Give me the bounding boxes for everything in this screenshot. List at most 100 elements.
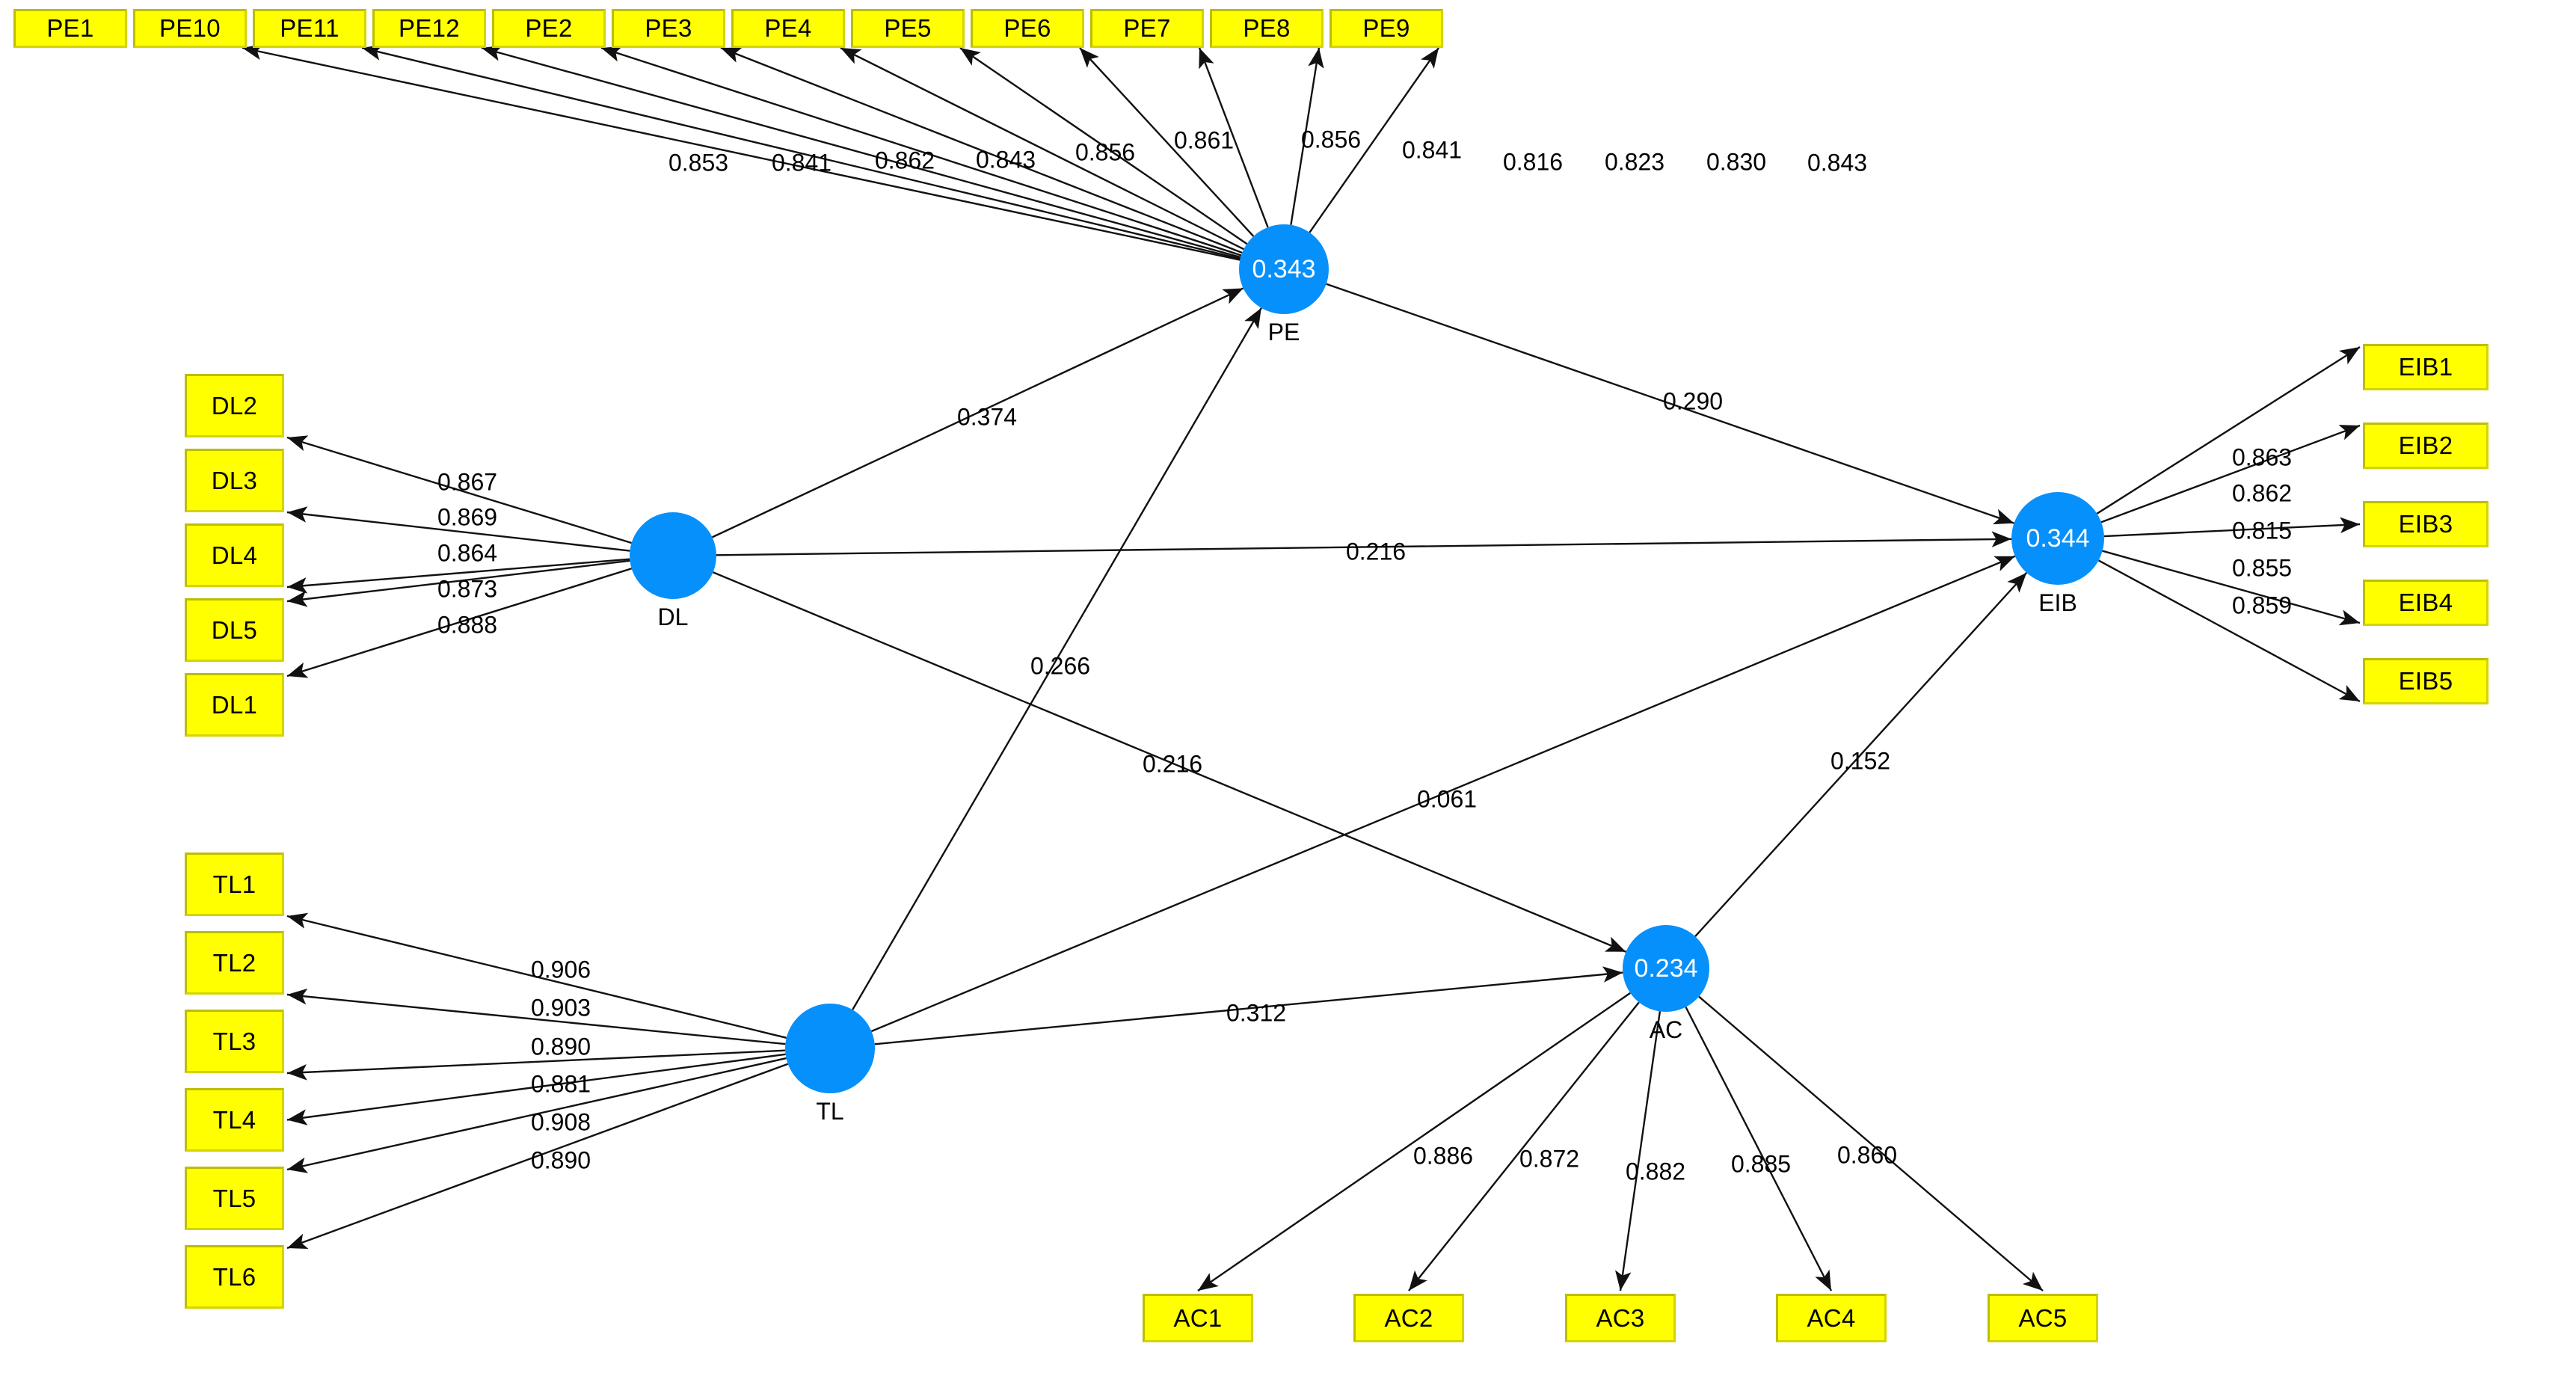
- indicator-box-ac2[interactable]: AC2: [1353, 1294, 1464, 1342]
- indicator-box-tl6[interactable]: TL6: [185, 1245, 284, 1309]
- edge-line: [959, 47, 1248, 245]
- indicator-box-pe1[interactable]: PE1: [13, 9, 127, 48]
- path-coefficient-dl-pe: 0.374: [956, 403, 1018, 431]
- loading-label-pe-l-12: 0.843: [1807, 149, 1868, 176]
- edge-line: [1685, 1007, 1833, 1291]
- indicator-box-eib1[interactable]: EIB1: [2363, 344, 2489, 390]
- construct-circle-tl[interactable]: [785, 1004, 875, 1093]
- loading-label-tl-l-1: 0.906: [530, 956, 591, 983]
- indicator-box-dl5[interactable]: DL5: [185, 598, 284, 662]
- loading-label-tl-l-4: 0.881: [530, 1070, 591, 1098]
- construct-circle-eib[interactable]: 0.344: [2011, 492, 2104, 585]
- construct-circle-pe[interactable]: 0.343: [1239, 224, 1329, 314]
- edge-line: [2096, 345, 2361, 515]
- edge-line: [1694, 572, 2028, 937]
- loading-label-ac-l-3: 0.882: [1625, 1158, 1686, 1185]
- path-coefficient-ac-eib: 0.152: [1830, 747, 1891, 775]
- indicator-box-eib5[interactable]: EIB5: [2363, 658, 2489, 704]
- loading-label-eib-l-5: 0.859: [2231, 592, 2293, 619]
- indicator-box-pe8[interactable]: PE8: [1210, 9, 1324, 48]
- indicator-box-tl4[interactable]: TL4: [185, 1088, 284, 1152]
- indicator-box-eib2[interactable]: EIB2: [2363, 423, 2489, 469]
- loading-label-dl-l-5: 0.888: [437, 611, 498, 639]
- edge-line: [286, 988, 786, 1045]
- edge-line: [286, 435, 632, 544]
- edge-line: [870, 555, 2016, 1033]
- loading-label-pe-l-9: 0.816: [1502, 148, 1564, 176]
- edge-line: [2097, 559, 2361, 703]
- loading-label-dl-l-3: 0.864: [437, 539, 498, 567]
- indicator-box-eib3[interactable]: EIB3: [2363, 501, 2489, 547]
- edge-line: [716, 531, 2012, 556]
- loading-label-tl-l-5: 0.908: [530, 1108, 591, 1136]
- indicator-box-ac1[interactable]: AC1: [1143, 1294, 1253, 1342]
- indicator-box-ac5[interactable]: AC5: [1988, 1294, 2098, 1342]
- indicator-box-pe7[interactable]: PE7: [1090, 9, 1204, 48]
- indicator-box-tl5[interactable]: TL5: [185, 1167, 284, 1230]
- indicator-box-tl1[interactable]: TL1: [185, 853, 284, 916]
- loading-label-tl-l-3: 0.890: [530, 1033, 591, 1060]
- edge-line: [242, 43, 1241, 261]
- indicator-box-pe12[interactable]: PE12: [372, 9, 486, 48]
- edge-line: [852, 307, 1262, 1010]
- loading-label-dl-l-1: 0.867: [437, 468, 498, 496]
- construct-circle-ac[interactable]: 0.234: [1623, 925, 1709, 1012]
- indicator-box-pe5[interactable]: PE5: [851, 9, 965, 48]
- path-coefficient-tl-pe: 0.266: [1030, 652, 1091, 680]
- indicator-box-dl2[interactable]: DL2: [185, 374, 284, 437]
- edge-line: [2100, 424, 2361, 523]
- construct-label-dl: DL: [657, 603, 689, 630]
- loading-label-pe-l-2: 0.841: [771, 149, 832, 176]
- edge-line: [2103, 517, 2361, 538]
- edge-line: [840, 46, 1244, 251]
- loading-label-pe-l-3: 0.862: [874, 147, 935, 174]
- edge-line: [286, 558, 630, 594]
- indicator-box-pe6[interactable]: PE6: [971, 9, 1084, 48]
- indicator-box-pe10[interactable]: PE10: [133, 9, 247, 48]
- edge-line: [720, 46, 1243, 254]
- path-coefficient-tl-ac: 0.312: [1226, 999, 1287, 1027]
- indicator-box-pe2[interactable]: PE2: [492, 9, 606, 48]
- construct-label-eib: EIB: [2038, 589, 2077, 616]
- edge-line: [1698, 995, 2044, 1291]
- edge-line: [2102, 550, 2361, 626]
- edge-line: [712, 287, 1244, 538]
- construct-label-pe: PE: [1267, 319, 1300, 345]
- indicator-box-ac4[interactable]: AC4: [1776, 1294, 1887, 1342]
- edge-line: [713, 571, 1626, 953]
- loading-label-pe-l-10: 0.823: [1604, 148, 1665, 176]
- loading-label-pe-l-5: 0.856: [1075, 138, 1136, 166]
- edge-line: [286, 912, 787, 1039]
- indicator-box-pe3[interactable]: PE3: [612, 9, 725, 48]
- loading-label-pe-l-1: 0.853: [668, 149, 729, 176]
- edge-line: [286, 568, 632, 678]
- indicator-box-dl3[interactable]: DL3: [185, 449, 284, 512]
- indicator-box-tl2[interactable]: TL2: [185, 931, 284, 995]
- edge-line: [286, 506, 630, 552]
- loading-label-ac-l-1: 0.886: [1413, 1142, 1474, 1170]
- loading-label-eib-l-1: 0.863: [2231, 443, 2293, 471]
- indicator-box-pe9[interactable]: PE9: [1330, 9, 1443, 48]
- loading-label-eib-l-3: 0.815: [2231, 517, 2293, 544]
- edge-line: [481, 45, 1241, 259]
- loading-label-dl-l-4: 0.873: [437, 575, 498, 603]
- construct-circle-dl[interactable]: [630, 512, 716, 599]
- edge-line: [1309, 47, 1439, 233]
- loading-label-pe-l-4: 0.843: [975, 146, 1036, 173]
- loading-label-pe-l-11: 0.830: [1706, 148, 1767, 176]
- indicator-box-tl3[interactable]: TL3: [185, 1010, 284, 1073]
- indicator-box-pe11[interactable]: PE11: [253, 9, 366, 48]
- indicator-box-dl1[interactable]: DL1: [185, 673, 284, 737]
- path-coefficient-tl-eib: 0.061: [1416, 785, 1478, 813]
- edge-line: [361, 44, 1241, 260]
- indicator-box-ac3[interactable]: AC3: [1565, 1294, 1676, 1342]
- path-coefficient-dl-eib: 0.216: [1345, 538, 1407, 565]
- edge-line: [1290, 47, 1324, 225]
- edge-line: [1198, 47, 1269, 228]
- loading-label-pe-l-6: 0.861: [1173, 126, 1235, 154]
- indicator-box-dl4[interactable]: DL4: [185, 523, 284, 587]
- indicator-box-pe4[interactable]: PE4: [731, 9, 845, 48]
- indicator-box-eib4[interactable]: EIB4: [2363, 580, 2489, 626]
